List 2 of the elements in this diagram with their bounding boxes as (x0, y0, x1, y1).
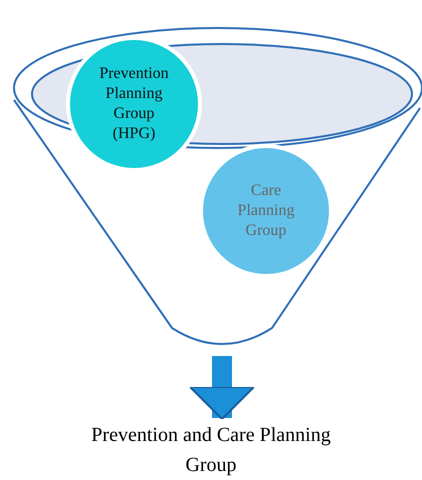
block-arrow (189, 356, 255, 420)
output-text: Prevention and Care Planning Group (91, 424, 331, 476)
